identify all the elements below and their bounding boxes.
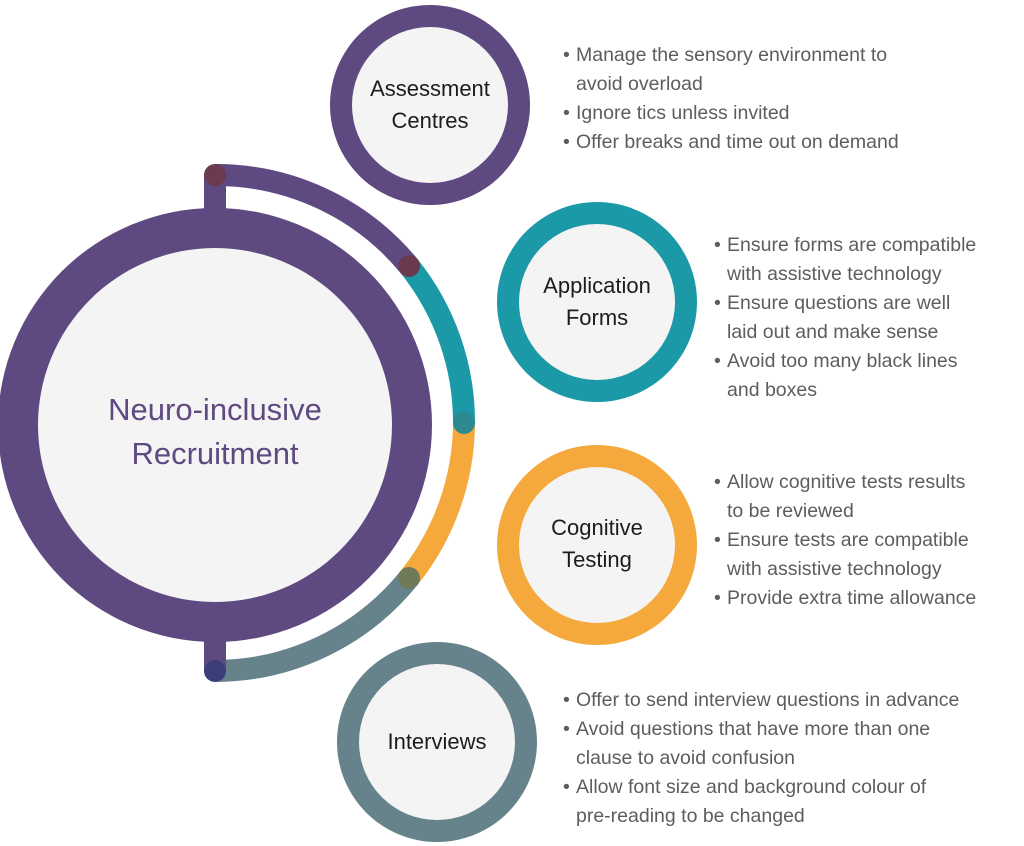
bullet-item: Ignore tics unless invited: [563, 99, 1018, 128]
connector-dot-assessment: [398, 255, 420, 277]
bullet-list-interviews: Offer to send interview questions in adv…: [563, 686, 1021, 831]
arc-segment-cognitive: [400, 422, 475, 585]
node-label-application: Application Forms: [543, 273, 651, 330]
centre-title: Neuro-inclusive Recruitment: [40, 388, 390, 476]
centre-inner: [38, 248, 392, 602]
arc-segment-interviews: [214, 571, 418, 682]
connector-dot-bottom: [204, 660, 226, 682]
connector-dot-application: [453, 412, 475, 434]
arc-segment-assessment: [214, 163, 418, 274]
node-inner-application: [519, 224, 675, 380]
bullet-item: Allow font size and background colour of…: [563, 773, 1021, 831]
node-label-interviews: Interviews: [387, 729, 487, 754]
node-inner-interviews: [359, 664, 515, 820]
node-label-cognitive: Cognitive Testing: [551, 515, 643, 572]
node-inner-cognitive: [519, 467, 675, 623]
bullet-item: Offer to send interview questions in adv…: [563, 686, 1021, 715]
centre-title-line-1: Neuro-inclusive: [108, 392, 322, 427]
arc-segment-application: [400, 259, 476, 424]
centre-title-line-2: Recruitment: [131, 436, 299, 471]
bullet-item: Avoid questions that have more than onec…: [563, 715, 1021, 773]
bullet-item: Offer breaks and time out on demand: [563, 128, 1018, 157]
node-inner-assessment: [352, 27, 508, 183]
node-label-assessment: Assessment Centres: [370, 76, 490, 133]
connector-dot-cognitive: [398, 567, 420, 589]
connector-dot-top: [204, 164, 226, 186]
bullet-item: Provide extra time allowance: [714, 584, 1019, 613]
